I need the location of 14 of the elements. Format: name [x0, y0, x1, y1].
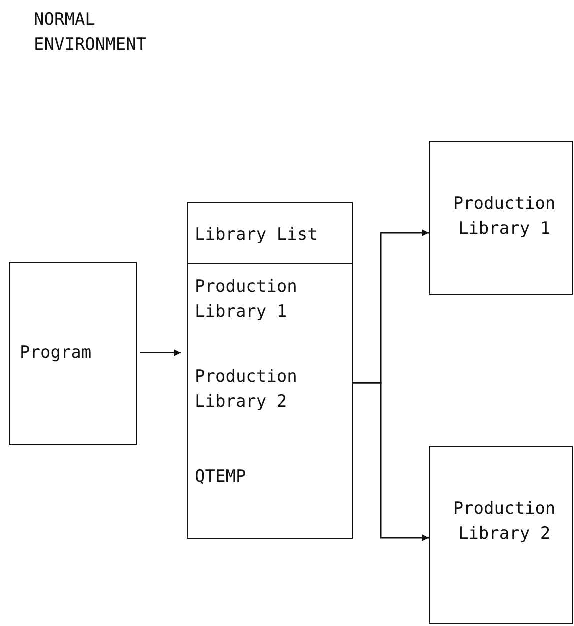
- arrow: [140, 350, 182, 356]
- process-box: [429, 446, 573, 624]
- library-list-box: [187, 202, 353, 539]
- process-box: [429, 141, 573, 295]
- list-entry: Production Library 2: [195, 366, 298, 414]
- list-heading: Library List: [195, 224, 319, 247]
- arrow: [353, 382, 429, 542]
- process-box: [9, 262, 137, 445]
- node-label: Production Library 2: [452, 498, 557, 546]
- node-label: Program: [20, 342, 93, 365]
- list-entry: QTEMP: [195, 466, 248, 489]
- diagram-title: NORMAL ENVIRONMENT: [34, 9, 148, 57]
- list-entry: Production Library 1: [195, 276, 298, 324]
- node-label: Production Library 1: [452, 193, 557, 241]
